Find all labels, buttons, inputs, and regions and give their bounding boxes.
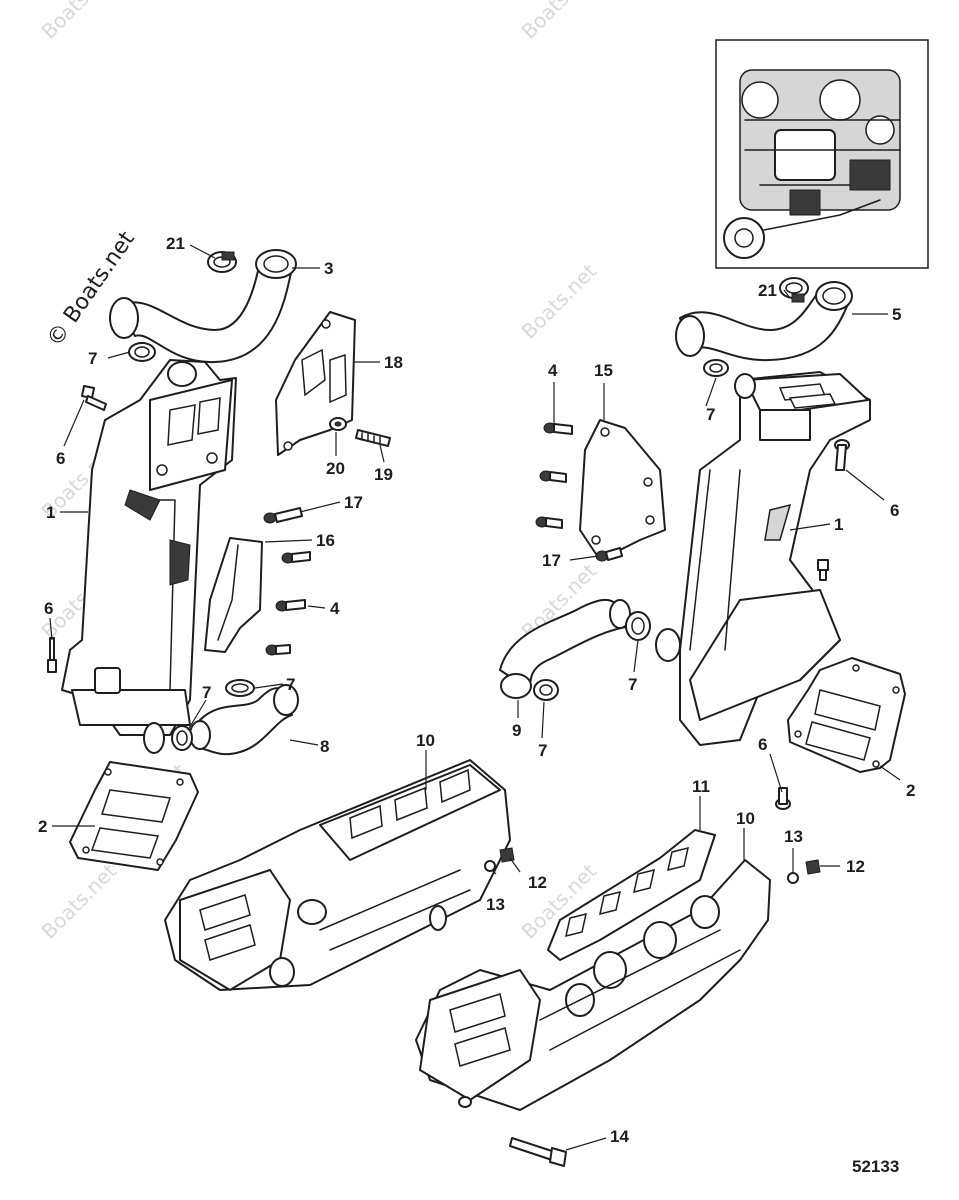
- gasket-part-11: [547, 829, 716, 961]
- callout-label: 14: [610, 1127, 629, 1146]
- stud-part-19: [355, 429, 391, 447]
- callout-label: 11: [692, 777, 710, 796]
- callout-label: 4: [548, 361, 558, 380]
- bolt-part-4: [281, 551, 311, 564]
- callout-label: 21: [166, 234, 185, 253]
- callout-label: 16: [316, 531, 335, 550]
- bolt-part-4: [543, 422, 573, 435]
- callout-label: 7: [286, 675, 295, 694]
- bolt-part-4: [535, 516, 563, 529]
- bolt-part-6: [47, 637, 57, 673]
- engine-overview-icon: [715, 39, 929, 269]
- callout-label: 6: [758, 735, 767, 754]
- callout-label: 2: [38, 817, 47, 836]
- bolt-part-4: [275, 599, 306, 612]
- clamp-part-21: [207, 251, 237, 273]
- hose-part-5: [675, 281, 853, 362]
- hose-part-3: [109, 249, 297, 364]
- bolt-part-6: [775, 787, 791, 810]
- bolt-part-4: [539, 470, 567, 483]
- gasket-part-2-right: [787, 657, 906, 773]
- clamp-part-7: [533, 679, 559, 701]
- callout-label: 20: [326, 459, 345, 478]
- callout-label: 7: [538, 741, 547, 760]
- callout-label: 2: [906, 781, 915, 800]
- callout-label: 13: [486, 895, 505, 914]
- leader-lines: [49, 244, 901, 1151]
- callout-label: 8: [320, 737, 329, 756]
- bolt-part-6: [817, 559, 829, 581]
- watermark: Boats.net: [37, 0, 122, 44]
- callout-label: 13: [784, 827, 803, 846]
- callout-label: 1: [46, 503, 55, 522]
- callout-label: 4: [330, 599, 340, 618]
- exhaust-elbow-part-1-right: [655, 371, 871, 746]
- watermark: Boats.net: [517, 259, 602, 344]
- bracket-part-15: [579, 419, 666, 561]
- callout-label: 7: [88, 349, 97, 368]
- washer-part-13: [787, 872, 799, 884]
- clamp-part-7: [225, 679, 255, 697]
- callout-labels: 21 3 7 18 6 20 19 1 17 16 4 6 7 7 8 10 2…: [38, 234, 915, 1146]
- callout-label: 1: [834, 515, 843, 534]
- callout-label: 6: [44, 599, 53, 618]
- bolt-part-17: [263, 507, 303, 524]
- callout-label: 17: [542, 551, 561, 570]
- exhaust-elbow-part-1-left: [61, 359, 237, 754]
- bolt-part-6: [81, 385, 107, 411]
- watermark: Boats.net: [37, 859, 122, 944]
- bracket-part-18: [275, 311, 356, 456]
- callout-label: 19: [374, 465, 393, 484]
- hose-part-9: [499, 598, 633, 699]
- callout-label: 12: [528, 873, 547, 892]
- callout-label: 5: [892, 305, 901, 324]
- callout-label: 15: [594, 361, 613, 380]
- watermark: Boats.net: [517, 0, 602, 44]
- nut-part-12: [805, 859, 821, 875]
- clamp-part-7: [171, 725, 193, 751]
- bolt-part-14: [509, 1137, 567, 1167]
- callout-label: 10: [416, 731, 435, 750]
- callout-label: 9: [512, 721, 521, 740]
- exhaust-manifold-part-10-left: [164, 759, 511, 991]
- callout-label: 6: [890, 501, 899, 520]
- exhaust-manifold-part-10-right: [415, 859, 771, 1111]
- bracket-part-16: [204, 537, 263, 653]
- callout-label: 7: [706, 405, 715, 424]
- callout-label: 18: [384, 353, 403, 372]
- washer-part-20: [329, 417, 347, 431]
- clamp-part-7: [625, 611, 651, 641]
- clamp-part-7: [703, 359, 729, 377]
- callout-label: 12: [846, 857, 865, 876]
- callout-label: 17: [344, 493, 363, 512]
- callout-label: 7: [202, 683, 211, 702]
- washer-part-13: [484, 860, 496, 872]
- callout-label: 6: [56, 449, 65, 468]
- callout-label: 3: [324, 259, 333, 278]
- callout-label: 21: [758, 281, 777, 300]
- clamp-part-21: [779, 277, 809, 303]
- bolt-part-6: [834, 439, 850, 471]
- gasket-part-2-left: [69, 761, 199, 871]
- bolt-part-4: [265, 644, 291, 656]
- figure-number: 52133: [852, 1157, 899, 1176]
- clamp-part-7: [128, 342, 156, 362]
- callout-label: 10: [736, 809, 755, 828]
- bolt-part-17: [595, 547, 623, 562]
- callout-label: 7: [628, 675, 637, 694]
